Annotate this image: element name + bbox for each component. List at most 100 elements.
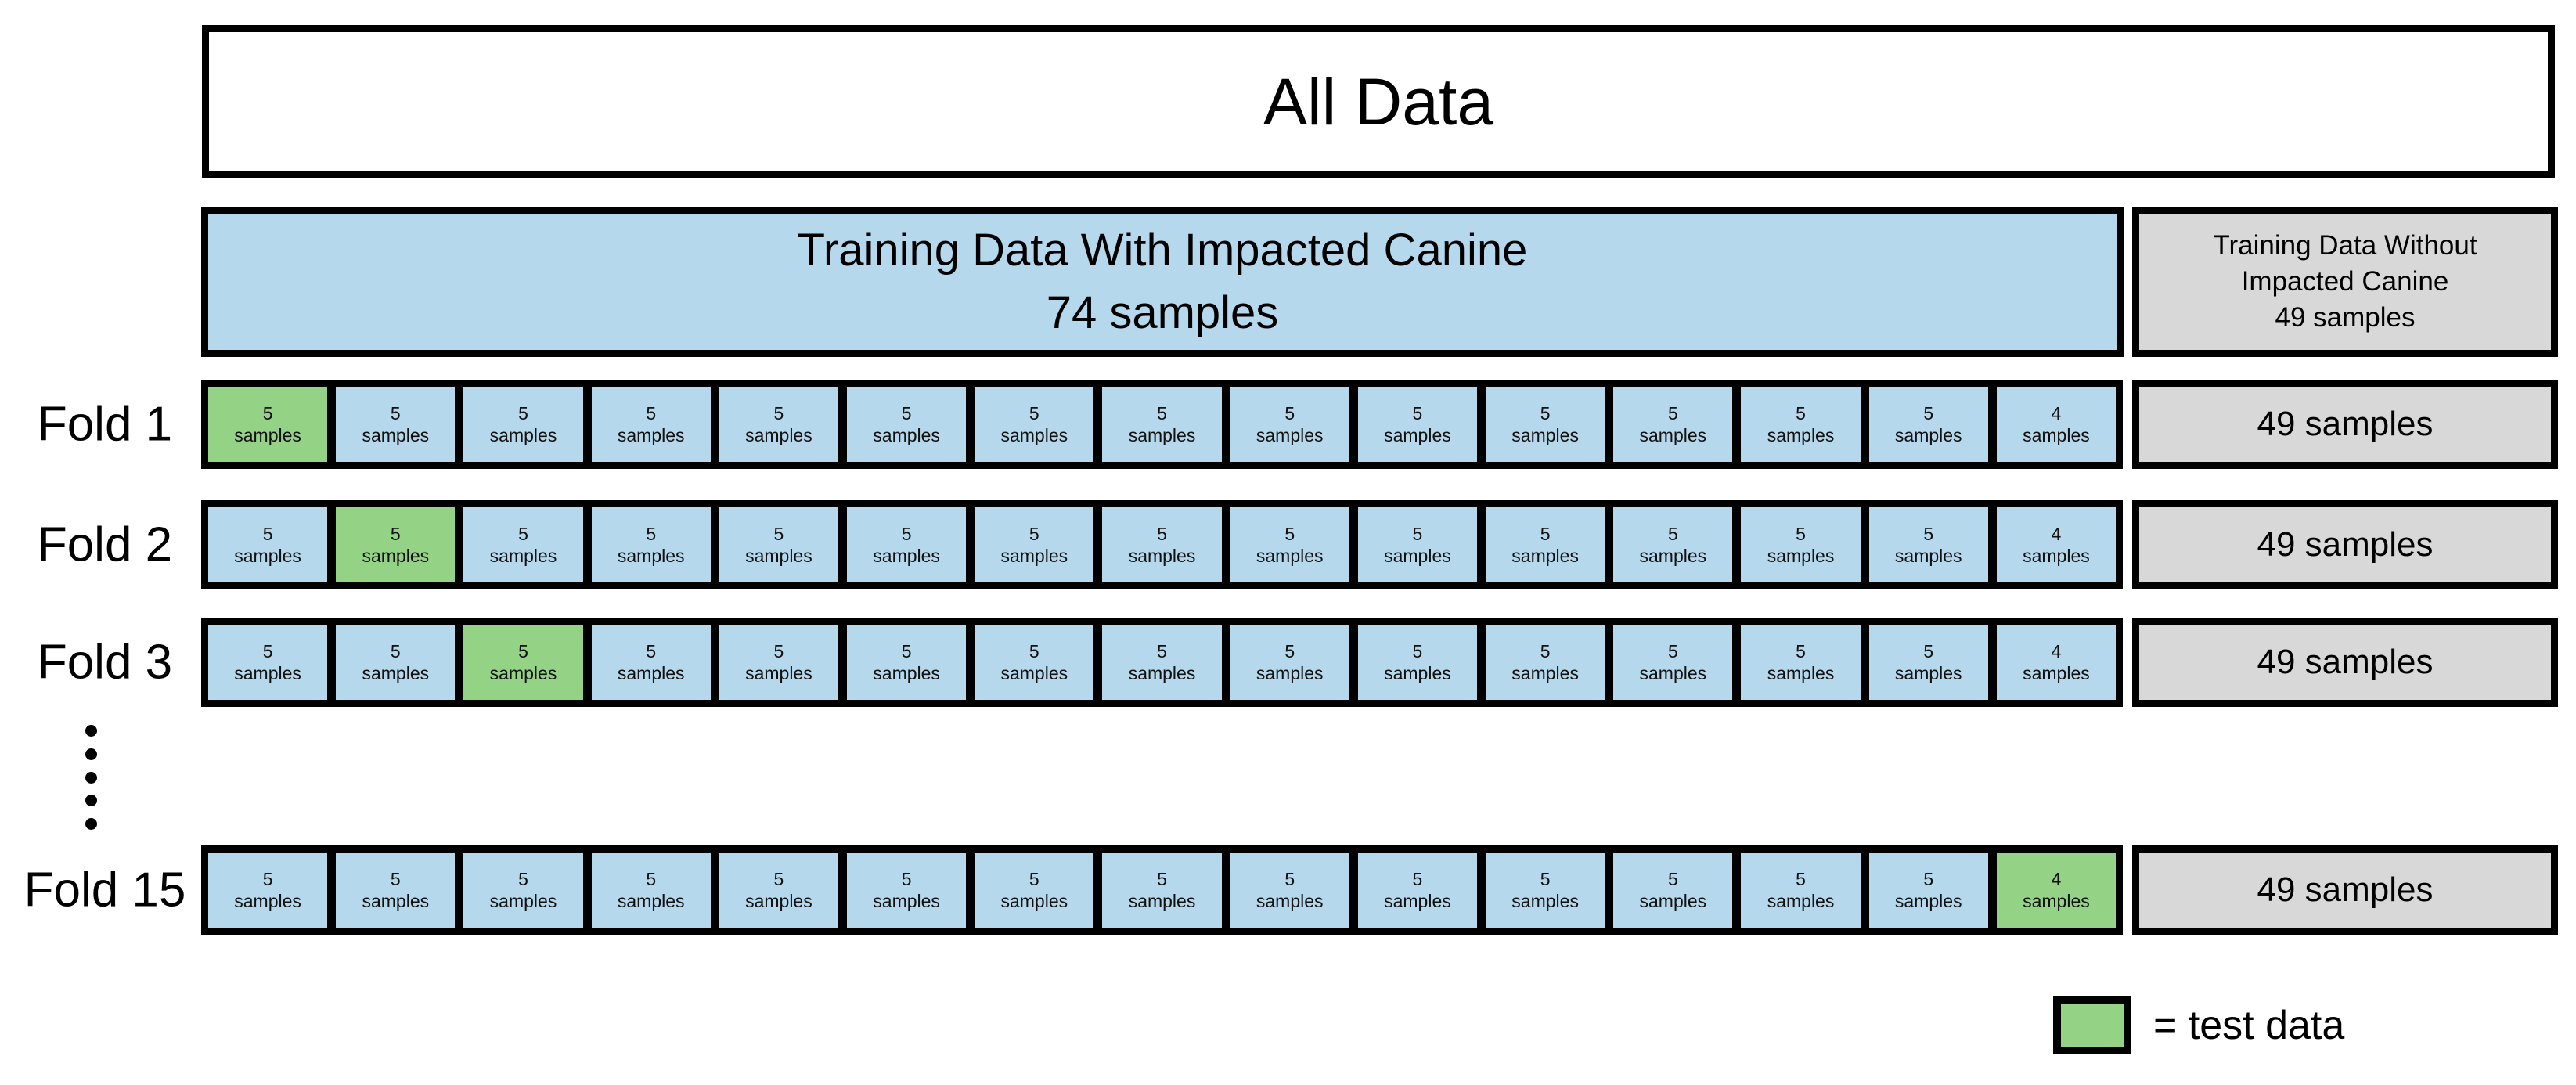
cell-count: 5: [646, 402, 657, 424]
cell-unit: samples: [489, 891, 557, 911]
holdout-box: 49 samples: [2132, 500, 2558, 589]
cell-count: 4: [2051, 640, 2062, 661]
cell-unit: samples: [873, 891, 940, 911]
cell-unit: samples: [362, 546, 430, 566]
cell-count: 5: [1667, 640, 1678, 661]
cell-unit: samples: [2023, 891, 2090, 911]
fold-label: Fold 2: [37, 517, 173, 572]
holdout-box: 49 samples: [2132, 618, 2558, 707]
cell-count: 5: [518, 523, 528, 544]
cell-unit: samples: [1511, 425, 1579, 445]
cell-count: 5: [262, 402, 273, 424]
fold-label: Fold 15: [23, 863, 186, 917]
cell-unit: samples: [1767, 546, 1835, 566]
cell-unit: samples: [745, 891, 812, 911]
cell-unit: samples: [1767, 891, 1835, 911]
cell-unit: samples: [1639, 663, 1707, 683]
cell-count: 5: [1667, 868, 1678, 889]
cell-unit: samples: [1000, 425, 1068, 445]
cell-unit: samples: [1000, 891, 1068, 911]
cell-count: 5: [1284, 868, 1295, 889]
cell-unit: samples: [617, 425, 685, 445]
cell-unit: samples: [234, 891, 301, 911]
cell-count: 5: [646, 868, 657, 889]
cell-unit: samples: [1384, 663, 1451, 683]
cell-unit: samples: [2023, 663, 2090, 683]
fold-label: Fold 3: [37, 635, 173, 690]
cell-unit: samples: [1767, 425, 1835, 445]
cell-count: 5: [518, 402, 528, 424]
cell-count: 5: [901, 402, 912, 424]
cell-unit: samples: [1767, 663, 1835, 683]
cell-count: 5: [1923, 640, 1934, 661]
training-without-canine-title-line1: Training Data Without: [2213, 229, 2477, 261]
cell-count: 5: [1667, 402, 1678, 424]
cell-count: 5: [773, 402, 784, 424]
holdout-count: 49 samples: [2257, 525, 2434, 564]
cell-count: 5: [1157, 402, 1167, 424]
cell-unit: samples: [1256, 891, 1324, 911]
training-without-canine-count: 49 samples: [2275, 302, 2416, 333]
holdout-count: 49 samples: [2257, 405, 2434, 443]
cell-count: 5: [1540, 640, 1551, 661]
cell-count: 5: [262, 868, 273, 889]
cell-count: 5: [1157, 640, 1167, 661]
cell-count: 4: [2051, 402, 2062, 424]
cell-count: 4: [2051, 868, 2062, 889]
holdout-count: 49 samples: [2257, 871, 2434, 909]
cell-count: 5: [1796, 402, 1806, 424]
cell-unit: samples: [362, 425, 430, 445]
cell-count: 5: [390, 868, 401, 889]
cell-count: 5: [1923, 523, 1934, 544]
training-without-canine-box: Training Data Without Impacted Canine 49…: [2132, 207, 2558, 357]
training-without-canine-title-line2: Impacted Canine: [2241, 265, 2449, 297]
holdout-box: 49 samples: [2132, 845, 2558, 935]
cell-unit: samples: [234, 546, 301, 566]
cell-count: 5: [1540, 868, 1551, 889]
holdout-box: 49 samples: [2132, 380, 2558, 469]
cell-count: 5: [1284, 640, 1295, 661]
all-data-label: All Data: [1263, 64, 1494, 139]
holdout-count: 49 samples: [2257, 643, 2434, 681]
cell-count: 5: [262, 640, 273, 661]
fold-label: Fold 1: [37, 397, 173, 452]
all-data-box: All Data: [202, 25, 2555, 178]
cell-count: 5: [1667, 523, 1678, 544]
cell-unit: samples: [2023, 546, 2090, 566]
cell-count: 5: [518, 640, 528, 661]
test-data-swatch: [2053, 996, 2131, 1054]
